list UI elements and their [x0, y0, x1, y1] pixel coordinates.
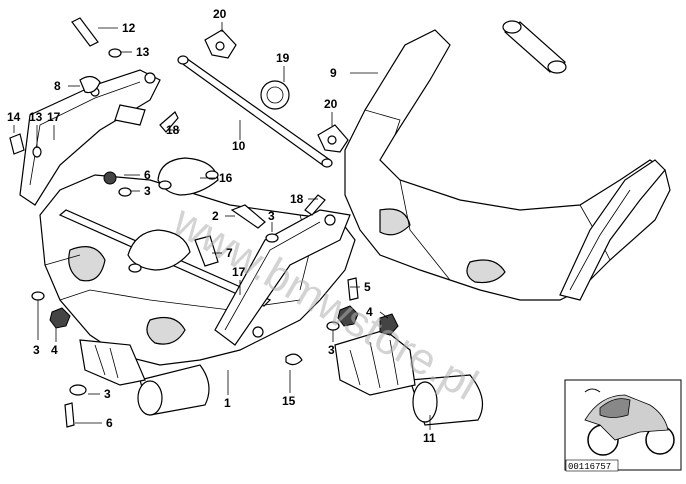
callout-5: 5: [364, 280, 371, 294]
callout-8: 8: [54, 79, 61, 93]
reference-code-box: 00116757: [565, 459, 619, 472]
callout-20-top: 20: [213, 7, 227, 21]
callout-4-left: 4: [51, 343, 58, 357]
callout-12: 12: [122, 21, 136, 35]
motorcycle-thumbnail: [564, 379, 682, 471]
axle-rod: [177, 55, 333, 168]
bracket-lower: [127, 229, 191, 273]
callout-4-right: 4: [366, 305, 373, 319]
hardware-right: [326, 277, 399, 336]
callout-2: 2: [212, 209, 219, 223]
callout-17-left: 17: [47, 110, 61, 124]
callout-10: 10: [232, 139, 246, 153]
leader-lines: [13, 22, 431, 430]
hardware-top: [159, 29, 349, 216]
callout-labels: 12 13 8 14 13 17 20 19 9 20 18 10 6 16 3…: [7, 7, 436, 445]
callout-3-bottom: 3: [104, 387, 111, 401]
reference-number: 00116757: [568, 462, 611, 472]
callout-14: 14: [7, 110, 21, 124]
callout-1: 1: [224, 396, 231, 410]
callout-6-bottom: 6: [106, 416, 113, 430]
hardware-left: [9, 17, 303, 428]
callout-16: 16: [219, 171, 233, 185]
callout-20-right: 20: [324, 97, 338, 111]
callout-17-mid: 17: [232, 265, 246, 279]
callout-11: 11: [423, 431, 436, 445]
pipe-part: [502, 20, 567, 74]
right-frame-rail: [559, 159, 666, 301]
callout-3-right: 3: [328, 343, 335, 357]
callout-18-top: 18: [166, 123, 180, 137]
callout-19: 19: [276, 51, 290, 65]
callout-3-left: 3: [33, 343, 40, 357]
callout-3-top: 3: [144, 184, 151, 198]
bracket-upper: [157, 157, 219, 196]
callout-3-mid: 3: [268, 209, 275, 223]
main-frame-right: [344, 29, 671, 301]
callout-9: 9: [330, 66, 337, 80]
callout-13: 13: [136, 45, 150, 59]
callout-6-top: 6: [144, 168, 151, 182]
motor-left: [79, 339, 210, 416]
callout-15: 15: [282, 394, 296, 408]
callout-7: 7: [226, 246, 233, 260]
callout-18-mid: 18: [290, 192, 304, 206]
callout-13-left: 13: [29, 110, 43, 124]
